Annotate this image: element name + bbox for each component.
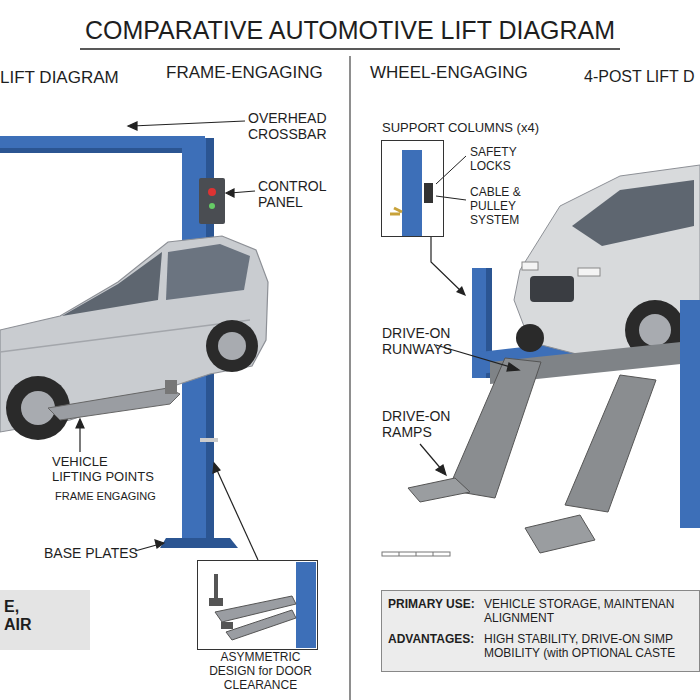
part-label: VEHICLE LIFTING POINTS (52, 455, 160, 485)
note-box: E, AIR (0, 590, 90, 650)
lift-arm (48, 388, 180, 420)
sedan-wheel (206, 320, 258, 372)
inset-background (381, 140, 444, 237)
node-text: E, AIR (4, 598, 44, 635)
leader-line (436, 196, 466, 200)
lift-arm-pad (165, 380, 177, 394)
part-label: LIFT DIAGRAM (0, 68, 140, 88)
part-label: FRAME ENGAGING (55, 490, 175, 503)
info-text: HIGH STABILITY, DRIVE-ON SIMP MOBILITY (… (484, 633, 693, 664)
base-plate (160, 538, 238, 548)
suv-headlight (578, 268, 600, 276)
lock-key (390, 208, 402, 214)
sedan-rim (218, 332, 246, 360)
panel-button (208, 188, 216, 196)
arrow-head (213, 463, 220, 473)
title-underline (80, 48, 620, 50)
node-text: ASYMMETRIC DESIGN for DOOR CLEARANCE (198, 651, 323, 692)
part-label: CABLE & PULLEY SYSTEM (470, 186, 545, 227)
part-label: DRIVE-ON RUNWAYS (382, 325, 477, 357)
leader-line (420, 444, 442, 470)
divider-line (349, 56, 350, 700)
arrow-head (155, 540, 164, 548)
part-label: CONTROL PANEL (258, 178, 346, 210)
arrow-head (76, 419, 84, 428)
leader-line (132, 121, 245, 126)
control-panel (199, 178, 225, 224)
part-label: BASE PLATES (44, 545, 154, 561)
inset-pad (221, 622, 233, 629)
arrow-head (226, 189, 234, 197)
suv-rim (639, 314, 671, 346)
arrow-head (436, 465, 446, 475)
leader-line (431, 237, 462, 292)
post-column (680, 300, 700, 528)
suv-grille (530, 276, 574, 302)
drive-on-ramp (565, 375, 656, 512)
info-heading: PRIMARY USE: (388, 598, 484, 629)
leader-line (436, 156, 466, 184)
inset-column (402, 150, 422, 237)
arrow-head (456, 286, 466, 296)
scale-bar (382, 552, 450, 556)
inset-background (197, 560, 318, 650)
part-label: WHEEL-ENGAGING (370, 63, 550, 83)
part-label: 4-POST LIFT D (584, 68, 699, 86)
part-label: SAFETY LOCKS (470, 146, 545, 174)
info-heading: ADVANTAGES: (388, 633, 484, 664)
crossbar-shade (0, 148, 205, 153)
panel-button (209, 203, 215, 209)
inset-pad (209, 598, 223, 606)
info-text: VEHICLE STORAGE, MAINTENAN ALIGNMENT (484, 598, 693, 629)
suv-wheel (516, 324, 544, 352)
diagram-title: COMPARATIVE AUTOMOTIVE LIFT DIAGRAM (0, 16, 700, 45)
floor-ramp (408, 478, 470, 502)
drive-on-ramp (448, 358, 541, 498)
suv-windshield (572, 180, 694, 246)
node-text: SUPPORT COLUMNS (x4) (382, 121, 539, 136)
inset-pad-stem (214, 574, 218, 598)
sedan-window (166, 244, 250, 300)
part-label: OVERHEAD CROSSBAR (248, 110, 336, 142)
inset-box: ASYMMETRIC DESIGN for DOOR CLEARANCE (197, 560, 318, 650)
crossbar (0, 136, 205, 150)
column-latch (200, 438, 218, 442)
inset-arm (226, 610, 296, 640)
arrow-head (128, 122, 137, 130)
suv-body (514, 165, 700, 360)
inset-box: SUPPORT COLUMNS (x4) (381, 140, 444, 237)
sedan-window (62, 252, 162, 316)
part-label: DRIVE-ON RAMPS (382, 408, 477, 440)
leader-line (216, 468, 258, 560)
scale-ticks (399, 552, 433, 556)
sedan-body (0, 236, 268, 432)
suv-headlight (522, 262, 538, 270)
safety-lock (424, 183, 433, 203)
floor-ramp (525, 515, 595, 553)
inset-column (296, 562, 316, 648)
part-label: FRAME-ENGAGING (166, 63, 346, 83)
arrow-head (507, 363, 519, 371)
info-box: PRIMARY USE:VEHICLE STORAGE, MAINTENAN A… (381, 590, 700, 672)
